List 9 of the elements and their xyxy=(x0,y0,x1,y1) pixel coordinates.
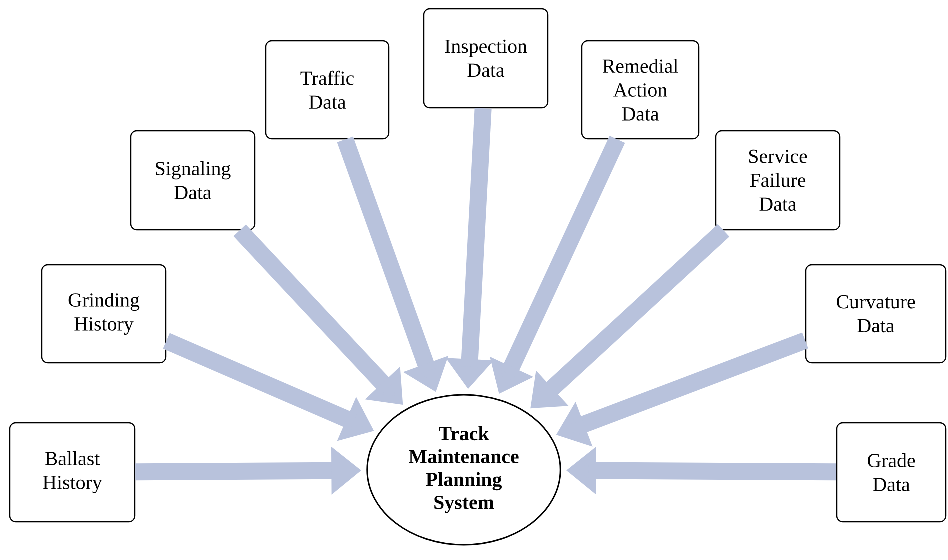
data-box: Remedial Action Data xyxy=(581,40,700,140)
data-box: Grinding History xyxy=(41,264,167,364)
data-box: Signaling Data xyxy=(130,130,256,231)
data-box: Inspection Data xyxy=(423,8,549,109)
data-box: Curvature Data xyxy=(805,264,947,364)
data-box: Ballast History xyxy=(9,422,136,523)
data-box: Grade Data xyxy=(836,422,947,523)
data-box: Traffic Data xyxy=(265,40,390,140)
data-box: Service Failure Data xyxy=(715,130,841,231)
